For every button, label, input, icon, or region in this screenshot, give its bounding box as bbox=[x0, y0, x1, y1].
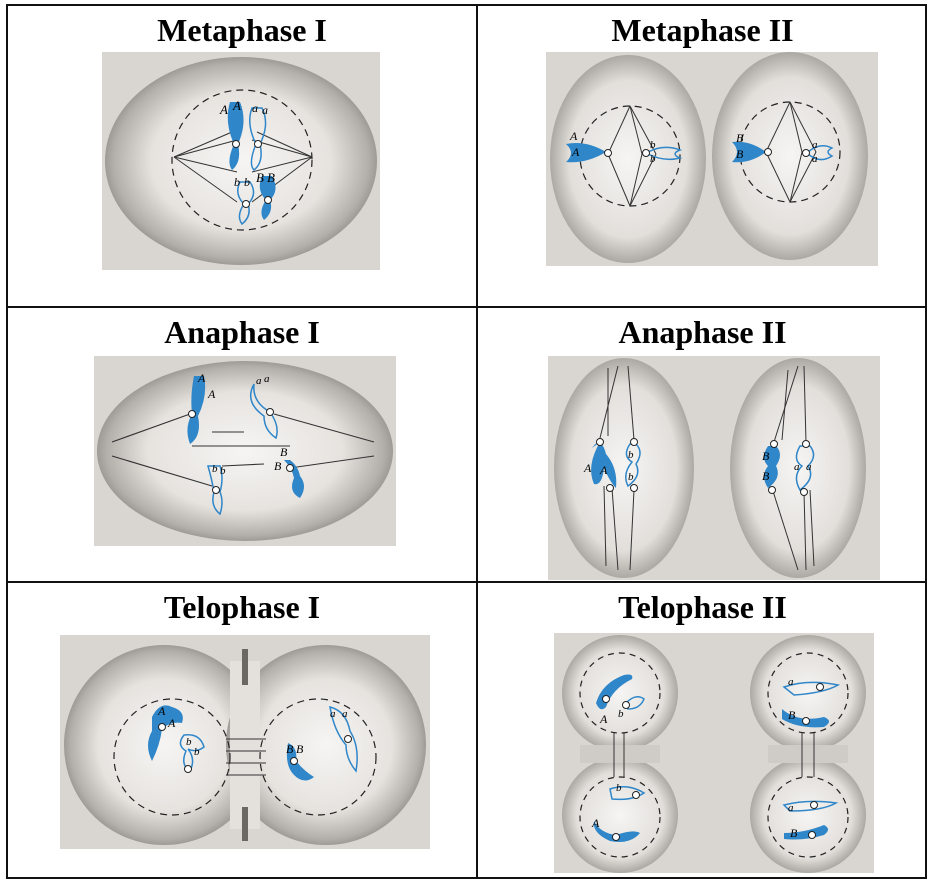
allele-label: b bbox=[212, 463, 218, 475]
centromere bbox=[811, 802, 818, 809]
centromere bbox=[633, 792, 640, 799]
cell-metaphase-2: Metaphase II bbox=[478, 6, 927, 306]
allele-label: b bbox=[616, 782, 622, 794]
allele-label: a bbox=[342, 708, 348, 720]
panel-title: Metaphase I bbox=[8, 12, 476, 48]
allele-label: a bbox=[264, 373, 270, 385]
allele-label: B bbox=[736, 147, 744, 161]
daughter-cell bbox=[554, 358, 694, 578]
allele-label: A bbox=[232, 98, 241, 113]
allele-label: B bbox=[788, 708, 796, 722]
allele-label: a bbox=[794, 461, 800, 473]
panel-title: Anaphase II bbox=[478, 314, 927, 350]
allele-label: B bbox=[267, 170, 275, 185]
allele-label: A bbox=[157, 704, 166, 718]
panel-title: Metaphase II bbox=[478, 12, 927, 48]
allele-label: b bbox=[244, 175, 250, 189]
cell-telophase-2: Telophase II bbox=[478, 583, 927, 877]
allele-label: b bbox=[220, 465, 226, 477]
metaphase-1-illustration: A A a a b b B B bbox=[102, 52, 380, 270]
allele-label: b bbox=[628, 471, 634, 483]
cleavage-furrow bbox=[230, 661, 260, 829]
telophase-2-illustration: A b b A a B a B bbox=[554, 633, 874, 873]
daughter-cell bbox=[750, 757, 866, 873]
allele-label: a bbox=[812, 139, 818, 151]
allele-label: B bbox=[280, 445, 288, 459]
allele-label: A bbox=[583, 461, 592, 475]
cell-metaphase-1: Metaphase I bbox=[8, 6, 476, 306]
allele-label: B bbox=[762, 469, 770, 483]
allele-label: a bbox=[788, 802, 794, 814]
allele-label: B bbox=[762, 449, 770, 463]
allele-label: b bbox=[650, 139, 656, 151]
panel-title: Telophase II bbox=[478, 589, 927, 625]
cell-telophase-1: Telophase I bbox=[8, 583, 476, 877]
metaphase-2-illustration: A A b b B B a a bbox=[546, 52, 878, 266]
allele-label: A bbox=[197, 371, 206, 385]
allele-label: b bbox=[618, 708, 624, 720]
allele-label: A bbox=[167, 716, 176, 730]
cleavage-furrow bbox=[768, 745, 848, 763]
cell-body bbox=[105, 57, 377, 265]
allele-label: B bbox=[256, 170, 264, 185]
centromere bbox=[623, 702, 630, 709]
allele-label: a bbox=[812, 153, 818, 165]
allele-label: A bbox=[571, 145, 580, 159]
allele-label: A bbox=[591, 816, 600, 830]
allele-label: a bbox=[330, 708, 336, 720]
cell-anaphase-2: Anaphase II bbox=[478, 308, 927, 581]
allele-label: b bbox=[628, 449, 634, 461]
telophase-1-illustration: A A b b B B a a bbox=[60, 635, 430, 849]
meiosis-table: Metaphase I bbox=[6, 4, 927, 879]
allele-label: A bbox=[219, 102, 228, 117]
anaphase-2-illustration: A A b b B B a a bbox=[548, 356, 880, 580]
centromere bbox=[803, 718, 810, 725]
panel-title: Telophase I bbox=[8, 589, 476, 625]
cell-body bbox=[97, 361, 393, 541]
anaphase-1-illustration: A A a a b b B B bbox=[94, 356, 396, 546]
allele-label: a bbox=[252, 101, 258, 115]
centromere bbox=[817, 684, 824, 691]
allele-label: A bbox=[599, 463, 608, 477]
allele-label: b bbox=[194, 746, 200, 758]
allele-label: a bbox=[788, 676, 794, 688]
allele-label: a bbox=[256, 375, 262, 387]
daughter-cell bbox=[562, 757, 678, 873]
allele-label: A bbox=[569, 129, 578, 143]
allele-label: b bbox=[650, 153, 656, 165]
allele-label: b bbox=[234, 175, 240, 189]
panel-title: Anaphase I bbox=[8, 314, 476, 350]
allele-label: B bbox=[286, 742, 294, 756]
allele-label: A bbox=[207, 387, 216, 401]
allele-label: B bbox=[274, 459, 282, 473]
allele-label: B bbox=[790, 826, 798, 840]
cell-anaphase-1: Anaphase I bbox=[8, 308, 476, 581]
allele-label: B bbox=[736, 131, 744, 145]
centromere bbox=[603, 696, 610, 703]
allele-label: a bbox=[262, 103, 268, 117]
allele-label: a bbox=[806, 461, 812, 473]
allele-label: b bbox=[186, 736, 192, 748]
allele-label: B bbox=[296, 742, 304, 756]
centromere bbox=[613, 834, 620, 841]
centromere bbox=[809, 832, 816, 839]
allele-label: A bbox=[599, 712, 608, 726]
cleavage-furrow bbox=[580, 745, 660, 763]
